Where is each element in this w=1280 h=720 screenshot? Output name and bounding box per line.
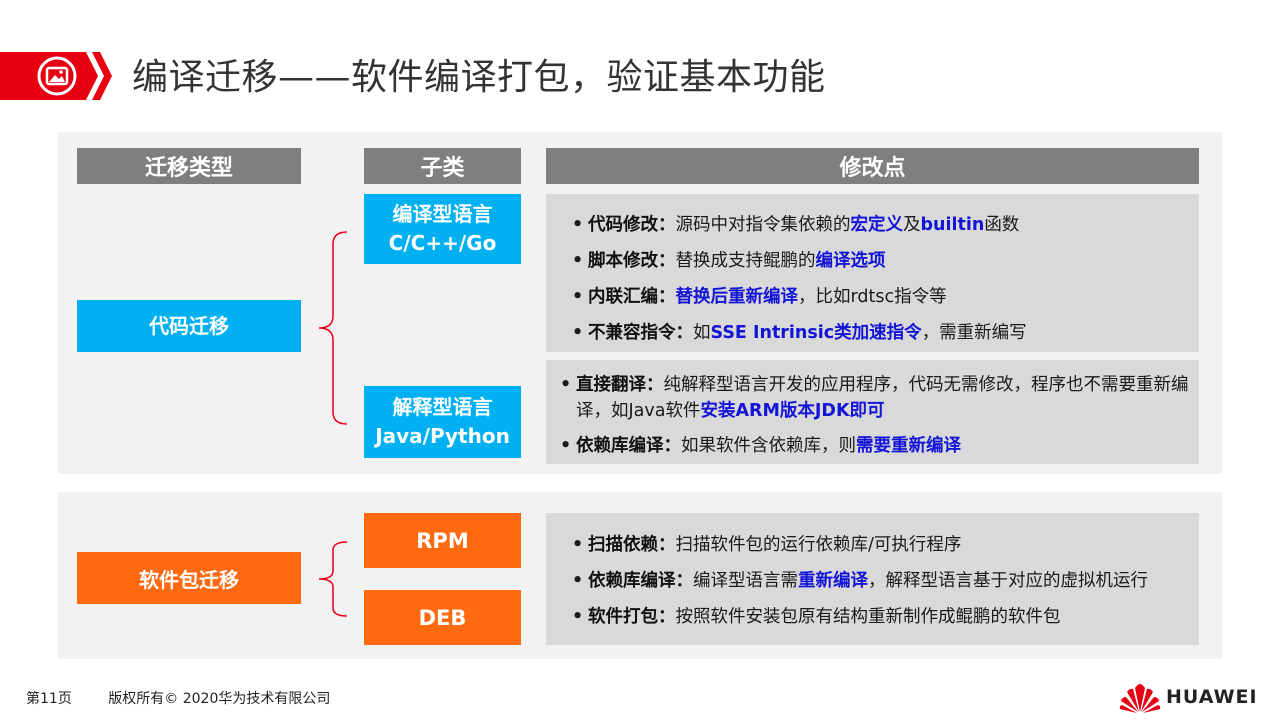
list-item: •依赖库编译：如果软件含依赖库，则需要重新编译 — [560, 436, 961, 456]
huawei-logo-icon — [1119, 684, 1161, 713]
package-migration-box: 软件包迁移 — [77, 552, 301, 604]
package-migration-bracket — [318, 541, 348, 617]
header-subclass: 子类 — [364, 148, 521, 184]
interpreted-modifications-box — [546, 360, 1199, 464]
header-modification-points: 修改点 — [546, 148, 1199, 184]
list-item: •扫描依赖：扫描软件包的运行依赖库/可执行程序 — [572, 535, 962, 555]
interpreted-language-box: 解释型语言 Java/Python — [364, 386, 521, 458]
compiled-modifications-box — [546, 194, 1199, 352]
compiled-language-label: 编译型语言 — [392, 202, 493, 226]
header-migration-type: 迁移类型 — [77, 148, 301, 184]
list-item: •直接翻译：纯解释型语言开发的应用程序，代码无需修改，程序也不需要重新编译，如J… — [560, 375, 1189, 421]
image-icon — [37, 56, 77, 96]
package-modifications-box — [546, 513, 1199, 645]
code-migration-box: 代码迁移 — [77, 300, 301, 352]
title-banner — [0, 52, 112, 100]
compiled-language-examples: C/C++/Go — [388, 231, 497, 255]
list-item: •不兼容指令：如SSE Intrinsic类加速指令，需重新编写 — [572, 323, 1027, 343]
footer: 第11页 版权所有© 2020华为技术有限公司 — [26, 688, 362, 708]
list-item: •内联汇编：替换后重新编译，比如rdtsc指令等 — [572, 287, 947, 307]
package-modifications-list: •扫描依赖：扫描软件包的运行依赖库/可执行程序 •依赖库编译：编译型语言需重新编… — [572, 532, 1148, 640]
deb-box: DEB — [364, 590, 521, 645]
copyright: 版权所有© 2020华为技术有限公司 — [108, 691, 331, 707]
code-migration-bracket — [318, 231, 348, 425]
brand-name: HUAWEI — [1166, 686, 1258, 708]
compiled-language-box: 编译型语言 C/C++/Go — [364, 194, 521, 264]
interpreted-language-label: 解释型语言 — [392, 395, 493, 419]
list-item: •软件打包：按照软件安装包原有结构重新制作成鲲鹏的软件包 — [572, 607, 1061, 627]
compiled-modifications-list: •代码修改：源码中对指令集依赖的宏定义及builtin函数 •脚本修改：替换成支… — [572, 212, 1027, 356]
page-number: 第11页 — [26, 691, 72, 707]
rpm-box: RPM — [364, 513, 521, 568]
list-item: •依赖库编译：编译型语言需重新编译，解释型语言基于对应的虚拟机运行 — [572, 571, 1148, 591]
interpreted-modifications-list: •直接翻译：纯解释型语言开发的应用程序，代码无需修改，程序也不需要重新编译，如J… — [560, 372, 1194, 459]
list-item: •脚本修改：替换成支持鲲鹏的编译选项 — [572, 251, 886, 271]
interpreted-language-examples: Java/Python — [375, 424, 510, 448]
page-title: 编译迁移——软件编译打包，验证基本功能 — [132, 57, 826, 98]
list-item: •代码修改：源码中对指令集依赖的宏定义及builtin函数 — [572, 215, 1020, 235]
